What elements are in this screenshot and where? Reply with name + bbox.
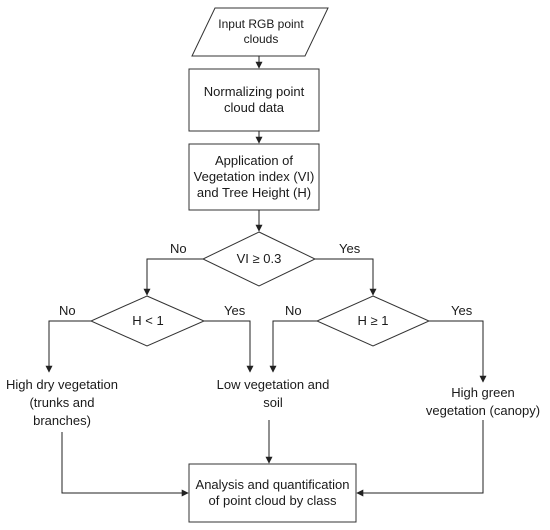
- decision-vi-label: VI ≥ 0.3: [236, 251, 282, 266]
- normalize-node-label: Normalizing point cloud data: [203, 84, 305, 115]
- decision-h-low-label: H < 1: [132, 313, 164, 328]
- edge-dry-to-analysis: [61, 432, 189, 497]
- edge-vi-no: [143, 258, 203, 296]
- edge-label-vi-no: No: [170, 241, 187, 256]
- outcome-green-label: High green vegetation (canopy): [425, 385, 541, 418]
- decision-h-low-diamond: [89, 295, 206, 347]
- edge-h-high-no: [269, 320, 317, 373]
- edge-label-h-low-no: No: [59, 303, 76, 318]
- input-parallelogram: [191, 7, 329, 57]
- edge-label-h-high-yes: Yes: [451, 303, 473, 318]
- decision-h-high-diamond: [315, 295, 431, 347]
- edge-h-low-yes: [204, 320, 254, 373]
- edge-label-vi-yes: Yes: [339, 241, 361, 256]
- edge-h-low-no: [45, 320, 91, 373]
- application-node-label: Application of Vegetation index (VI) and…: [193, 153, 315, 200]
- analysis-node-label: Analysis and quantification of point clo…: [195, 477, 350, 508]
- application-box: [188, 143, 320, 211]
- analysis-box: [188, 463, 357, 523]
- edge-green-to-analysis: [356, 420, 484, 497]
- input-node-label: Input RGB point clouds: [218, 17, 304, 46]
- edge-vi-yes: [315, 258, 377, 296]
- outcome-low-label: Low vegetation and soil: [216, 377, 330, 410]
- edge-label-h-high-no: No: [285, 303, 302, 318]
- decision-h-high-label: H ≥ 1: [357, 313, 389, 328]
- outcome-dry-label: High dry vegetation (trunks and branches…: [5, 377, 118, 428]
- edge-label-h-low-yes: Yes: [224, 303, 246, 318]
- normalize-box: [188, 68, 320, 132]
- decision-vi-diamond: [201, 231, 317, 287]
- edge-h-high-yes: [429, 320, 487, 383]
